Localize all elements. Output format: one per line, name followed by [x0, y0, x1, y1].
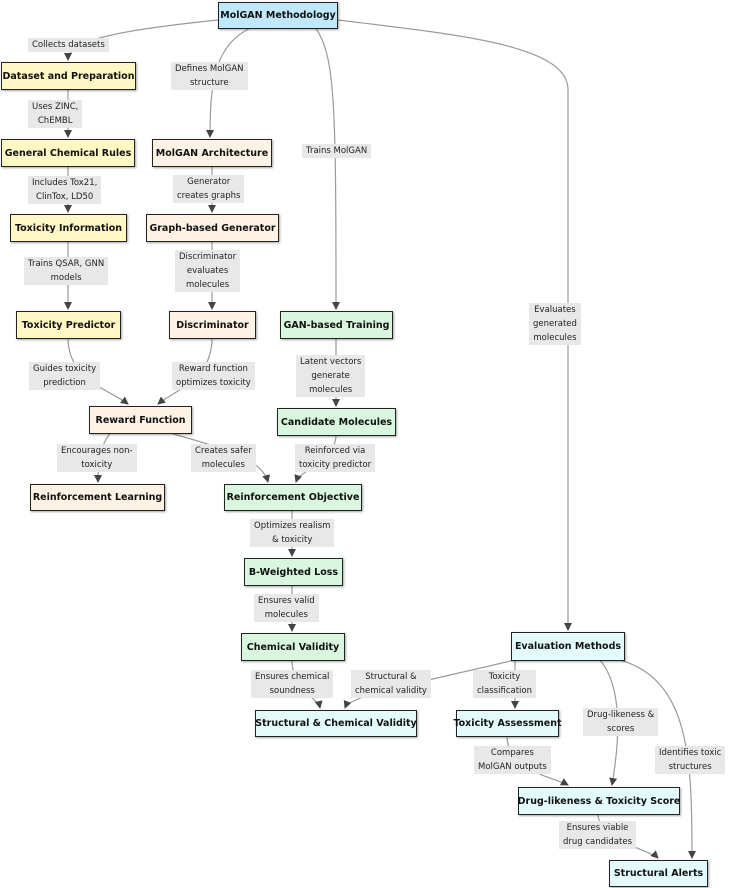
label-guides: Guides toxicity prediction [29, 362, 101, 390]
label-includes-tox: Includes Tox21, ClinTox, LD50 [28, 176, 102, 204]
node-reward: Reward Function [89, 406, 192, 434]
node-chem-rules: General Chemical Rules [1, 139, 135, 167]
label-defines: Defines MolGAN structure [171, 62, 248, 90]
label-druglike: Drug-likeness & scores [583, 708, 659, 736]
label-trains-molgan: Trains MolGAN [302, 144, 372, 158]
node-arch: MolGAN Architecture [152, 139, 272, 167]
node-tox-pred: Toxicity Predictor [16, 311, 121, 339]
label-optimizes: Optimizes realism & toxicity [250, 519, 335, 547]
label-collects: Collects datasets [28, 38, 109, 52]
node-alerts: Structural Alerts [609, 860, 708, 887]
label-identifies: Identifies toxic structures [655, 746, 726, 774]
label-reward-fn: Reward function optimizes toxicity [172, 362, 255, 390]
node-discrim: Discriminator [169, 311, 256, 339]
label-uses-zinc: Uses ZINC, ChEMBL [28, 100, 83, 128]
edge-evaluates [337, 19, 572, 631]
node-tox-info: Toxicity Information [10, 214, 127, 242]
label-latent: Latent vectors generate molecules [296, 355, 366, 397]
node-root: MolGAN Methodology [218, 2, 338, 29]
node-rl: Reinforcement Learning [30, 484, 165, 511]
label-disc-evals: Discriminator evaluates molecules [175, 250, 241, 292]
label-struct-chem: Structural & chemical validity [351, 670, 431, 698]
node-dl-score: Drug-likeness & Toxicity Score [518, 787, 680, 815]
label-evaluates: Evaluates generated molecules [529, 303, 581, 345]
node-gan-train: GAN-based Training [280, 311, 393, 339]
node-struct-valid: Structural & Chemical Validity [255, 710, 417, 737]
label-ensures-chem: Ensures chemical soundness [251, 670, 334, 698]
node-tox-assess: Toxicity Assessment [453, 710, 562, 737]
node-eval: Evaluation Methods [511, 632, 625, 661]
label-ensures-valid: Ensures valid molecules [254, 594, 319, 622]
label-trains-qsar: Trains QSAR, GNN models [24, 257, 109, 285]
node-chem-valid: Chemical Validity [241, 633, 345, 661]
label-tox-class: Toxicity classification [473, 670, 536, 698]
edge-identifies [619, 659, 696, 859]
node-graph-gen: Graph-based Generator [146, 214, 279, 242]
node-candidates: Candidate Molecules [277, 408, 396, 436]
node-dataset: Dataset and Preparation [1, 62, 136, 90]
label-gen-creates: Generator creates graphs [173, 175, 245, 203]
label-encourages: Encourages non- toxicity [57, 444, 137, 472]
label-compares: Compares MolGAN outputs [474, 746, 551, 774]
node-rl-obj: Reinforcement Objective [224, 484, 362, 511]
node-bw-loss: B-Weighted Loss [244, 558, 343, 586]
label-ensures-viable: Ensures viable drug candidates [559, 821, 636, 849]
label-creates-safer: Creates safer molecules [191, 444, 256, 472]
edge-collects [64, 19, 219, 61]
edge-trains-molgan [314, 26, 340, 310]
label-reinforced: Reinforced via toxicity predictor [295, 444, 376, 472]
